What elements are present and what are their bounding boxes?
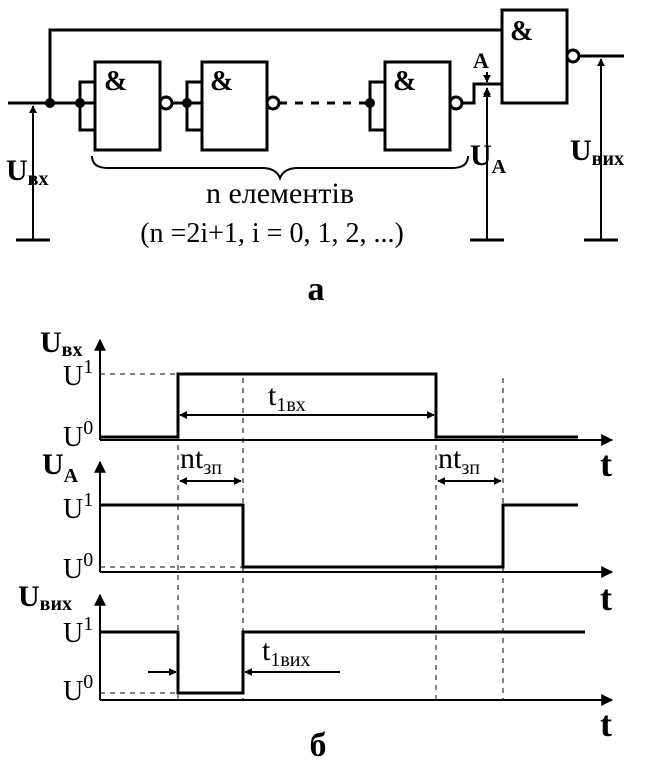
level-high-label: U1 <box>63 356 93 392</box>
point-a-label: A <box>473 48 489 73</box>
waveform <box>100 372 578 439</box>
waveform <box>100 630 585 695</box>
level-high-label: U1 <box>63 489 93 525</box>
delay-label: ntзп <box>438 442 480 479</box>
u-a-label: UA <box>470 139 507 178</box>
nand-gate-output: & <box>500 8 581 105</box>
inverter-bubble <box>565 48 581 64</box>
pulse-in-label: t1вх <box>268 379 306 416</box>
gate-symbol: & <box>510 16 533 47</box>
time-axis-label: t <box>600 704 612 744</box>
nand-gate-n: & <box>365 60 464 152</box>
level-low-label: U0 <box>63 549 93 585</box>
signal-u-out: Uвих U1 U0 t1вих t <box>18 580 614 744</box>
nand-gate-2: & <box>182 60 281 152</box>
wire-a <box>462 82 502 105</box>
waveform <box>100 503 578 569</box>
signal-label: UA <box>42 448 79 487</box>
gate-symbol: & <box>104 66 127 97</box>
gate-symbol: & <box>210 66 233 97</box>
bypass-wire <box>48 28 502 103</box>
gate-symbol: & <box>393 66 416 97</box>
signal-u-a: UA U1 U0 ntзп ntзп t <box>42 442 614 618</box>
level-low-label: U0 <box>63 671 93 707</box>
delay-label: ntзп <box>180 442 222 479</box>
gates-brace <box>91 155 469 181</box>
condition-text: (n =2i+1, i = 0, 1, 2, ...) <box>140 218 404 249</box>
signal-u-in: Uвх U1 U0 t1вх t <box>40 326 614 484</box>
signal-label: Uвх <box>40 326 82 361</box>
inverter-bubble <box>448 95 464 111</box>
signal-label: Uвих <box>18 580 72 615</box>
caption-a: а <box>308 271 325 308</box>
u-out-label: Uвих <box>570 134 624 170</box>
nand-gate-1: & <box>75 60 174 152</box>
timing-diagram: Uвх U1 U0 t1вх t UA U1 U0 ntзп ntзп t <box>18 326 614 764</box>
time-axis-label: t <box>600 444 612 484</box>
caption-b: б <box>310 727 327 764</box>
inverter-bubble <box>265 95 281 111</box>
u-in-label: Uвх <box>6 154 48 190</box>
level-low-label: U0 <box>63 417 93 453</box>
time-axis-label: t <box>600 578 612 618</box>
level-high-label: U1 <box>63 613 93 649</box>
inverter-bubble <box>158 95 174 111</box>
brace-text: n елементів <box>206 177 354 210</box>
pulse-out-label: t1вих <box>262 634 311 671</box>
circuit-diagram: & & & & <box>6 8 624 308</box>
